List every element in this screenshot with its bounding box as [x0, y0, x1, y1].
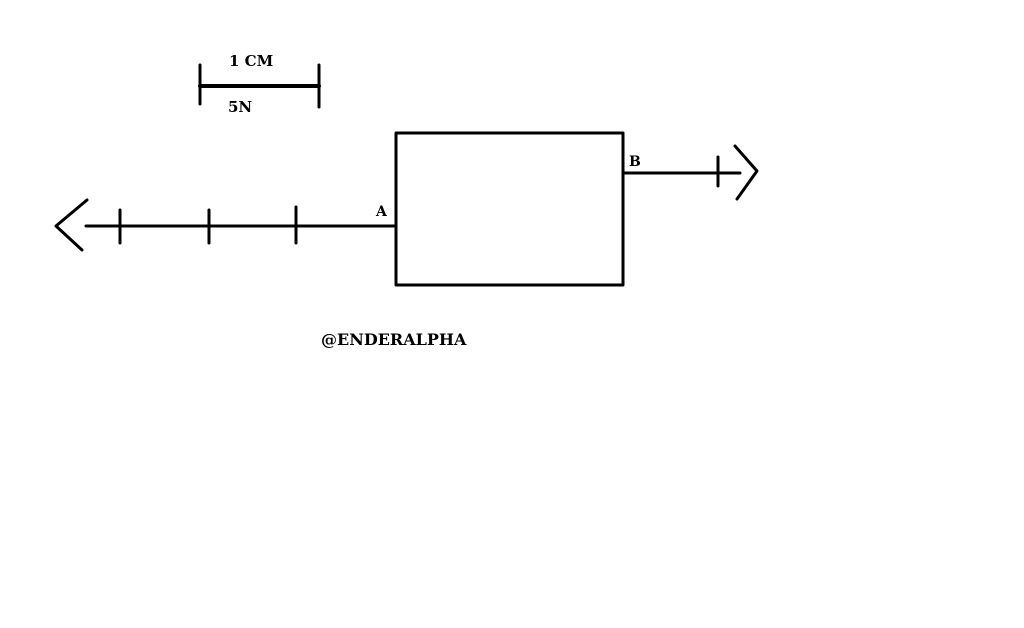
left-arrow-head	[54, 198, 89, 252]
object-box	[394, 131, 625, 287]
point-a-label: A	[375, 204, 388, 220]
right-force-vector	[621, 144, 759, 201]
point-b-label: B	[629, 154, 641, 170]
right-arrow-head	[733, 144, 759, 201]
scale-bar: 1 CM 5N	[198, 52, 321, 116]
scale-force-label: 5N	[228, 98, 252, 116]
left-force-vector	[54, 198, 398, 252]
watermark-text: @ENDERALPHA	[321, 330, 467, 349]
scale-length-label: 1 CM	[229, 52, 273, 70]
